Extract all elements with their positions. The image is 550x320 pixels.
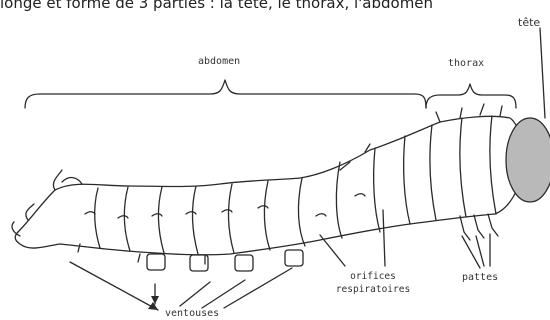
thorax-bracket	[426, 84, 516, 108]
label-thorax: thorax	[448, 58, 484, 69]
body-outline	[18, 116, 523, 232]
label-spiracles-line2: respiratoires	[328, 283, 418, 296]
label-spiracles-line1: orifices	[328, 270, 418, 283]
abdomen-bracket	[25, 80, 426, 108]
label-head: tête	[518, 16, 540, 29]
head-shape	[506, 118, 550, 202]
label-spiracles: orifices respiratoires	[328, 270, 418, 296]
label-abdomen: abdomen	[198, 56, 240, 67]
label-legs: pattes	[462, 272, 498, 283]
label-suckers: ventouses	[165, 308, 219, 319]
